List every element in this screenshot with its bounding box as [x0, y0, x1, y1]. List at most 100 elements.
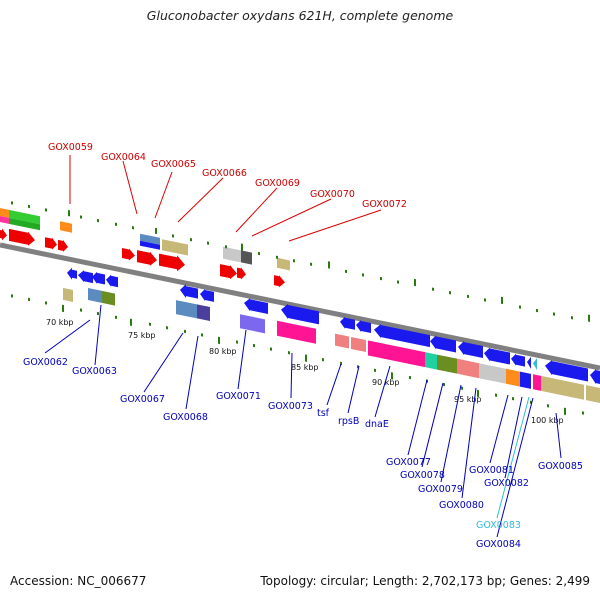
bottom-gene-leaders: [44, 304, 562, 538]
gene-label-gox0065[interactable]: GOX0065: [151, 159, 196, 170]
feature-blue-1[interactable]: [140, 240, 160, 250]
top-ruler: [11, 201, 590, 322]
gene-label-gox0085[interactable]: GOX0085: [538, 461, 583, 472]
gene-label-gox0077[interactable]: GOX0077: [386, 457, 431, 468]
top-gene-label-texts: GOX0059 GOX0064 GOX0065 GOX0066 GOX0069 …: [48, 142, 407, 210]
feature-olive-r2[interactable]: [437, 354, 457, 374]
genome-backbone: [0, 242, 600, 371]
scale-label: 80 kbp: [209, 347, 237, 356]
gene-label-rpsb[interactable]: rpsB: [338, 416, 359, 427]
feature-blue-r2[interactable]: [78, 269, 93, 284]
reverse-strand-features: [63, 267, 600, 403]
feature-violet-r1[interactable]: [240, 314, 265, 334]
feature-blue-r15[interactable]: [511, 353, 525, 368]
feature-khaki-1[interactable]: [162, 239, 188, 256]
feature-steel-r1[interactable]: [88, 288, 102, 303]
map-title: Gluconobacter oxydans 621H, complete gen…: [146, 8, 454, 23]
gene-label-gox0079[interactable]: GOX0079: [418, 484, 463, 495]
feature-blue-r14[interactable]: [484, 346, 510, 365]
feature-salmon-r1[interactable]: [335, 333, 349, 349]
feature-khaki-2[interactable]: [277, 257, 290, 271]
feature-magenta-r2[interactable]: [368, 340, 425, 368]
scale-label: 85 kbp: [291, 363, 319, 372]
top-gene-labels: [69, 155, 382, 242]
feature-orange-r1[interactable]: [506, 368, 520, 387]
feature-green-2[interactable]: [9, 217, 40, 231]
feature-indigo-r1[interactable]: [197, 304, 210, 322]
gene-label-gox0084[interactable]: GOX0084: [476, 539, 521, 550]
feature-blue-r4[interactable]: [106, 274, 118, 288]
feature-red-6[interactable]: [137, 249, 157, 267]
feature-red-7[interactable]: [159, 252, 185, 273]
feature-darkgrey-1[interactable]: [241, 250, 252, 265]
feature-blue-r16[interactable]: [527, 356, 531, 369]
feature-blue-r19[interactable]: [520, 371, 531, 389]
feature-khaki-r1[interactable]: [63, 287, 73, 302]
feature-khaki-r2[interactable]: [541, 375, 584, 400]
scale-label: 100 kbp: [531, 416, 564, 425]
feature-blue-r11[interactable]: [374, 323, 430, 348]
scale-label: 75 kbp: [128, 331, 156, 340]
feature-salmon-r2[interactable]: [351, 336, 366, 353]
feature-steel-r2[interactable]: [176, 300, 197, 319]
feature-blue-r9[interactable]: [340, 316, 355, 331]
feature-orange-2[interactable]: [60, 221, 72, 233]
feature-red-9[interactable]: [237, 267, 246, 281]
feature-teal-r1[interactable]: [425, 352, 437, 370]
feature-red-8[interactable]: [220, 263, 237, 280]
feature-blue-r3[interactable]: [92, 271, 105, 286]
feature-green-1[interactable]: [9, 209, 40, 225]
feature-red-10[interactable]: [274, 274, 285, 288]
feature-red-1[interactable]: [0, 228, 7, 241]
gene-label-gox0059[interactable]: GOX0059: [48, 142, 93, 153]
gene-label-gox0073[interactable]: GOX0073: [268, 401, 313, 412]
feature-blue-r5[interactable]: [180, 283, 198, 301]
feature-pink-1[interactable]: [0, 216, 9, 224]
gene-label-gox0067[interactable]: GOX0067: [120, 394, 165, 405]
feature-blue-r13[interactable]: [458, 340, 483, 359]
gene-label-gox0078[interactable]: GOX0078: [400, 470, 445, 481]
gene-label-gox0069[interactable]: GOX0069: [255, 178, 300, 189]
gene-label-gox0071[interactable]: GOX0071: [216, 391, 261, 402]
gene-label-gox0072[interactable]: GOX0072: [362, 199, 407, 210]
feature-orange-1[interactable]: [0, 208, 9, 218]
gene-label-gox0068[interactable]: GOX0068: [163, 412, 208, 423]
gene-label-gox0063[interactable]: GOX0063: [72, 366, 117, 377]
feature-red-5[interactable]: [122, 247, 135, 262]
feature-blue-r1[interactable]: [67, 267, 77, 281]
scale-labels: 70 kbp 75 kbp 80 kbp 85 kbp 90 kbp 95 kb…: [46, 318, 564, 425]
feature-magenta-r3[interactable]: [533, 374, 541, 391]
gene-label-gox0080[interactable]: GOX0080: [439, 500, 484, 511]
feature-grey-r1[interactable]: [479, 363, 506, 384]
feature-blue-r7[interactable]: [244, 297, 268, 315]
feature-blue-r8[interactable]: [281, 303, 319, 326]
gene-label-gox0066[interactable]: GOX0066: [202, 168, 247, 179]
feature-blue-r6[interactable]: [200, 288, 214, 303]
feature-red-4[interactable]: [58, 239, 68, 253]
gene-label-gox0081[interactable]: GOX0081: [469, 465, 514, 476]
gene-label-tsf[interactable]: tsf: [317, 408, 330, 419]
gene-label-gox0062[interactable]: GOX0062: [23, 357, 68, 368]
feature-blue-r10[interactable]: [356, 319, 371, 334]
gene-label-gox0064[interactable]: GOX0064: [101, 152, 146, 163]
feature-cyan-r1[interactable]: [533, 357, 537, 371]
feature-blue-r18[interactable]: [590, 368, 600, 385]
gene-label-gox0070[interactable]: GOX0070: [310, 189, 355, 200]
gene-label-gox0082[interactable]: GOX0082: [484, 478, 529, 489]
feature-olive-r1[interactable]: [102, 290, 115, 306]
gene-label-gox0083[interactable]: GOX0083: [476, 520, 521, 531]
feature-steel-1[interactable]: [140, 233, 160, 245]
feature-khaki-r3[interactable]: [586, 385, 600, 403]
scale-label: 90 kbp: [372, 378, 400, 387]
gene-label-dnae[interactable]: dnaE: [365, 419, 389, 430]
feature-red-2[interactable]: [9, 228, 35, 247]
feature-red-3[interactable]: [45, 236, 57, 250]
feature-blue-r12[interactable]: [430, 334, 456, 353]
scale-label: 95 kbp: [454, 395, 482, 404]
feature-salmon-r3[interactable]: [457, 358, 479, 379]
feature-blue-r17[interactable]: [545, 359, 588, 383]
bottom-ruler: [11, 294, 584, 416]
feature-magenta-r1[interactable]: [277, 320, 316, 344]
feature-grey-1[interactable]: [223, 246, 241, 263]
bottom-gene-label-texts: GOX0062 GOX0063 GOX0067 GOX0068 GOX0071 …: [23, 357, 583, 550]
